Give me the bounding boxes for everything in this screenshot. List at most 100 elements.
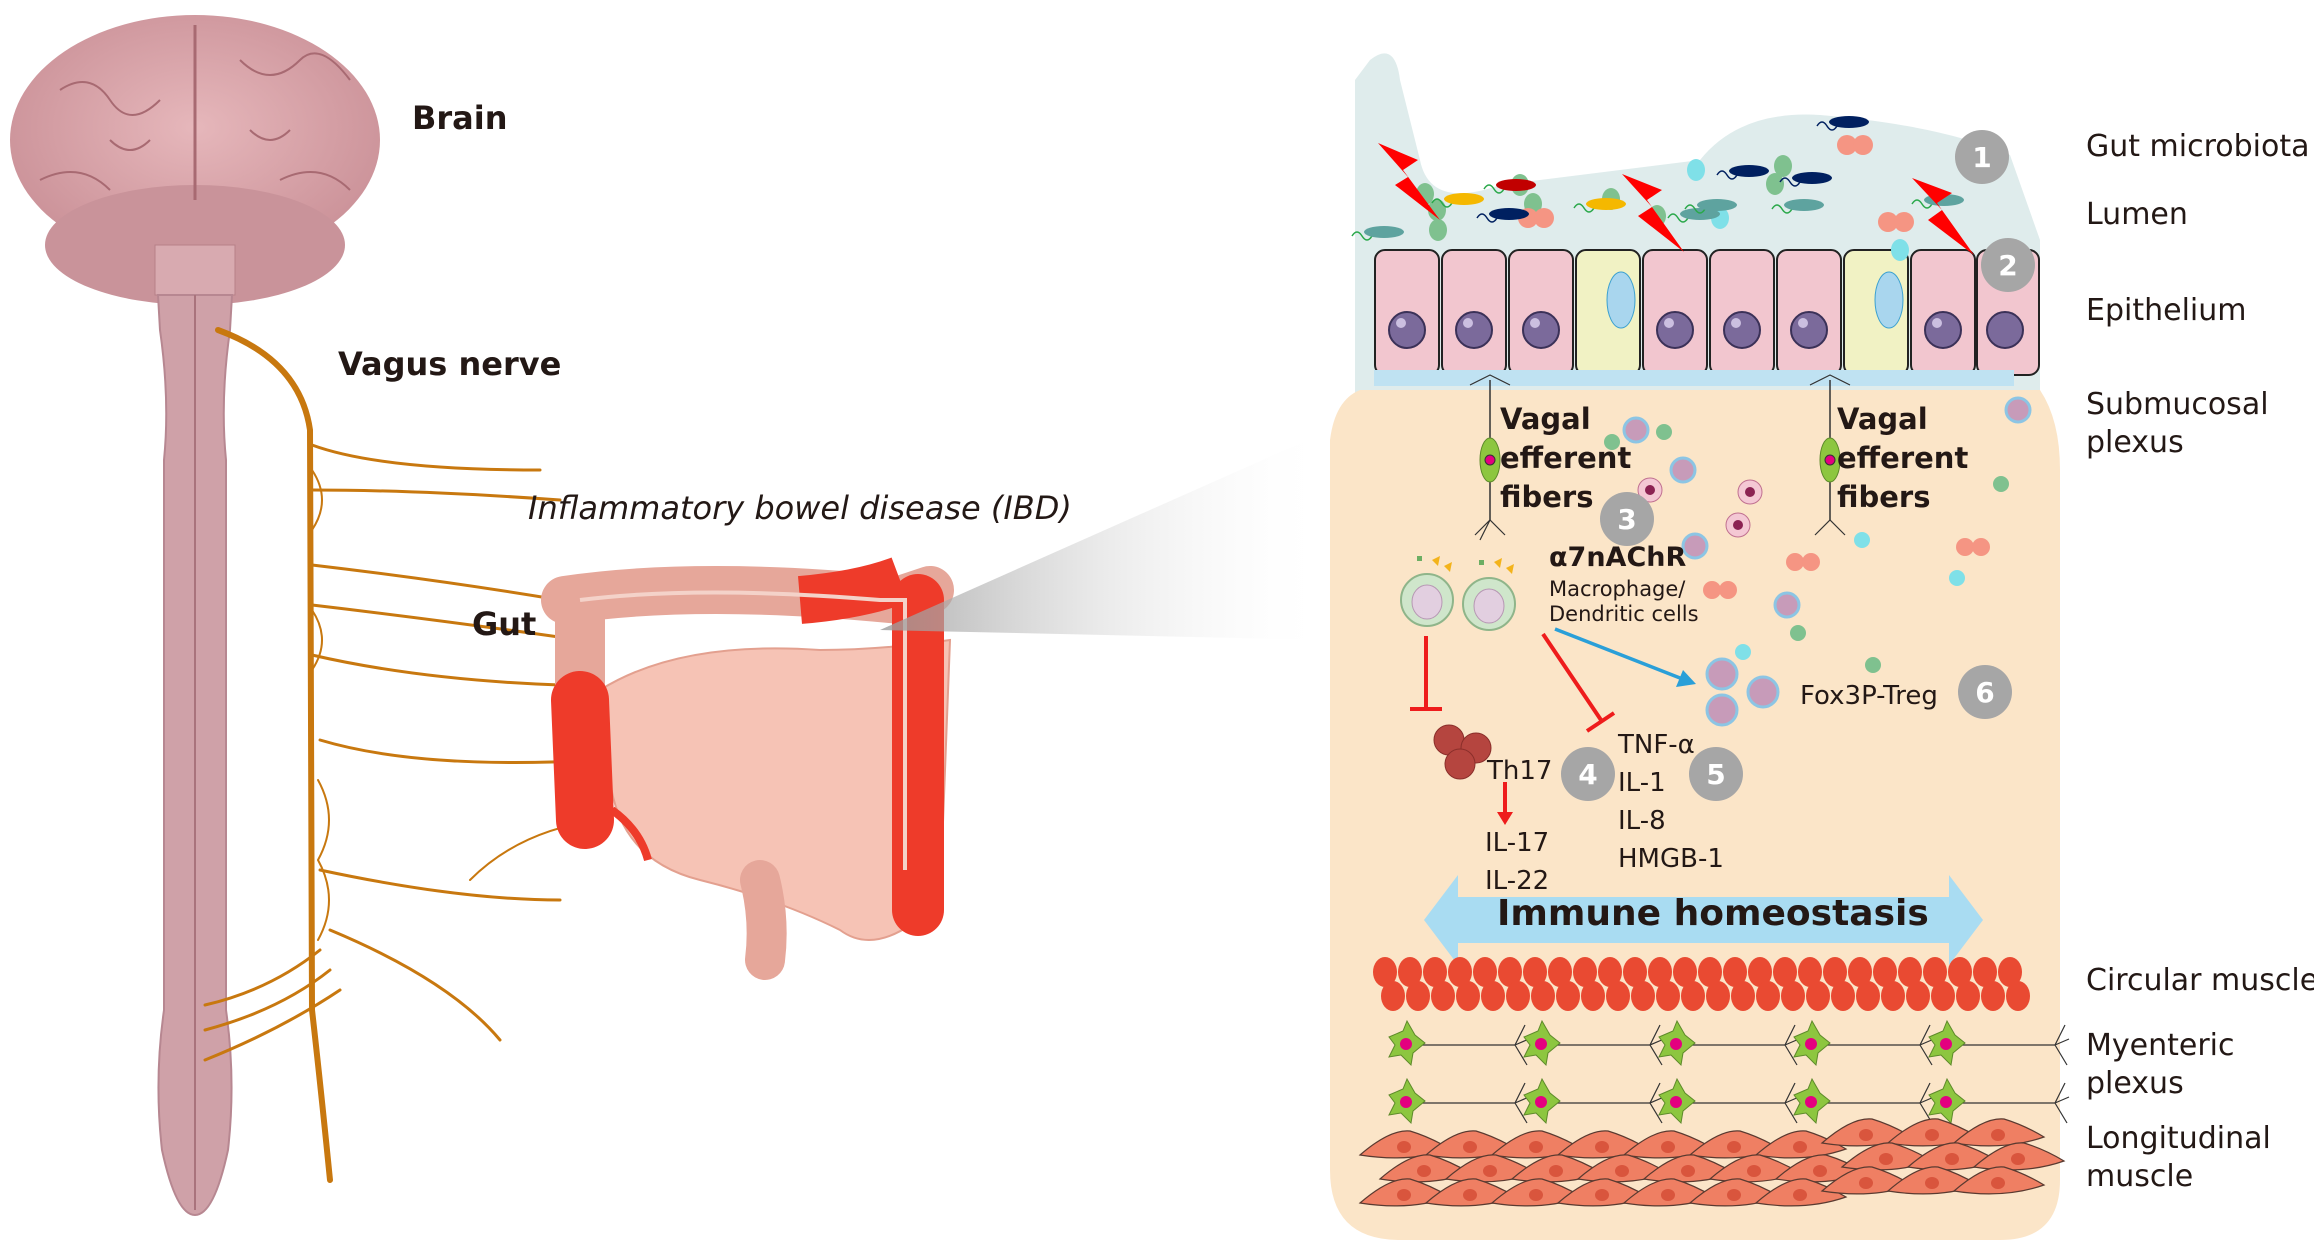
muscle-nucleus [1727,1141,1741,1153]
microbe-bacillus [1792,172,1832,184]
neutrophil-nucleus [1733,520,1743,530]
treg-cells [1705,657,1780,727]
mucus-granules [1874,271,1904,329]
circular-muscle-cell [1906,981,1930,1011]
microbe-coccus [1891,239,1909,261]
il8-label: IL-8 [1618,806,1666,836]
microbe-flagellum [1483,184,1505,194]
circular-muscle-cell [1648,957,1672,987]
molecule-pair [1703,581,1721,599]
muscle-nucleus [1991,1129,2005,1141]
vagal-neuron-right [1809,374,1851,536]
neutrophil-nucleus [1645,485,1655,495]
molecule-cyan [1735,644,1751,660]
microbe-flagellum [1431,198,1453,208]
circular-muscle-cell [1381,981,1405,1011]
layer-label-longitudinal-muscle: Longitudinal muscle [2086,1121,2271,1194]
microbe-flagellum [1684,204,1706,214]
circular-muscle-cell [1456,981,1480,1011]
circular-muscle-cell [1981,981,2005,1011]
basement-membrane [1374,370,2014,386]
circular-muscle-cell [1531,981,1555,1011]
muscle-nucleus [1793,1141,1807,1153]
circular-muscle-cell [1398,957,1422,987]
neuron-nucleus [1940,1038,1952,1050]
muscle-nucleus [1661,1189,1675,1201]
microbe-bacillus [1489,208,1529,220]
muscle-nucleus [1463,1141,1477,1153]
ibd-label: Inflammatory bowel disease (IBD) [528,489,1072,527]
circular-muscle-cell [1548,957,1572,987]
molecule-cyan [1854,532,1870,548]
circular-muscle-cell [1373,957,1397,987]
molecule-green [1656,424,1672,440]
circular-muscle-cell [1406,981,1430,1011]
microbe-diplococcus [1534,208,1554,228]
circular-muscle-cell [1856,981,1880,1011]
microbe-bacillus [1496,179,1536,191]
microbe-flagellum [1573,203,1595,213]
layer-label-submucosal-plexus: Submucosal plexus [2086,387,2269,460]
nucleus [1723,311,1761,349]
layer-label-epithelium: Epithelium [2086,293,2247,328]
microbe-bacillus [1829,116,1869,128]
molecule-green [1993,476,2009,492]
myenteric-plexus-layer [1388,1019,2070,1125]
muscle-nucleus [1595,1141,1609,1153]
tnf-alpha-label: TNF-α [1618,730,1695,760]
microbe-bacillus [1586,198,1626,210]
neuron-nucleus [1940,1096,1952,1108]
circular-muscle-cell [1481,981,1505,1011]
nucleus [1388,311,1426,349]
longitudinal-muscle-layer [1358,1118,2066,1207]
step-badge-1: 1 [1955,130,2009,184]
microbe-coccus [1687,159,1705,181]
nucleus [1656,311,1694,349]
pathway-arrows [1410,627,1696,825]
layer-label-circular-muscle: Circular muscle [2086,963,2314,998]
zoom-cone [880,430,1330,640]
circular-muscle-cell [1773,957,1797,987]
muscle-nucleus [1793,1189,1807,1201]
neuron-nucleus [1670,1038,1682,1050]
nucleus-highlight [1664,318,1674,328]
microbe-coccus [1774,155,1792,177]
circular-muscle-cell [1598,957,1622,987]
molecule-cyan [1949,570,1965,586]
vagal-efferent-fibers-right-label: Vagal efferent fibers [1837,402,1969,514]
nucleus-highlight [1463,318,1473,328]
macrophage-cells [1400,556,1516,631]
molecule-green [1604,434,1620,450]
nucleus-highlight [1396,318,1406,328]
il22-label: IL-22 [1485,866,1550,896]
circular-muscle-cell [1673,957,1697,987]
hmgb1-label: HMGB-1 [1618,844,1724,874]
neuron-nucleus [1535,1096,1547,1108]
circular-muscle-cell [1848,957,1872,987]
microbe-bacillus [1697,199,1737,211]
molecule-green [1865,657,1881,673]
microbe-diplococcus [1878,212,1898,232]
circular-muscle-cell [1606,981,1630,1011]
gut-label: Gut [472,605,537,643]
th17-arrow-head [1497,812,1513,825]
circular-muscle-cell [1431,981,1455,1011]
circular-muscle-cell [1948,957,1972,987]
neuron-nucleus [1805,1038,1817,1050]
nucleus-highlight [1932,318,1942,328]
muscle-nucleus [1397,1141,1411,1153]
muscle-nucleus [1397,1189,1411,1201]
neuron-nucleus [1805,1096,1817,1108]
muscle-nucleus [1879,1153,1893,1165]
circular-muscle-cell [1723,957,1747,987]
circular-muscle-cell [1798,957,1822,987]
microbe-coccus [1429,219,1447,241]
nucleus [1986,311,2024,349]
molecule-pair [1786,553,1804,571]
muscle-nucleus [1813,1165,1827,1177]
muscle-nucleus [1661,1141,1675,1153]
molecule-pair [1956,538,1974,556]
neuron-nucleus [1400,1038,1412,1050]
vagal-efferent-fibers-left-label: Vagal efferent fibers [1500,402,1632,514]
microbe-coccus [1766,173,1784,195]
